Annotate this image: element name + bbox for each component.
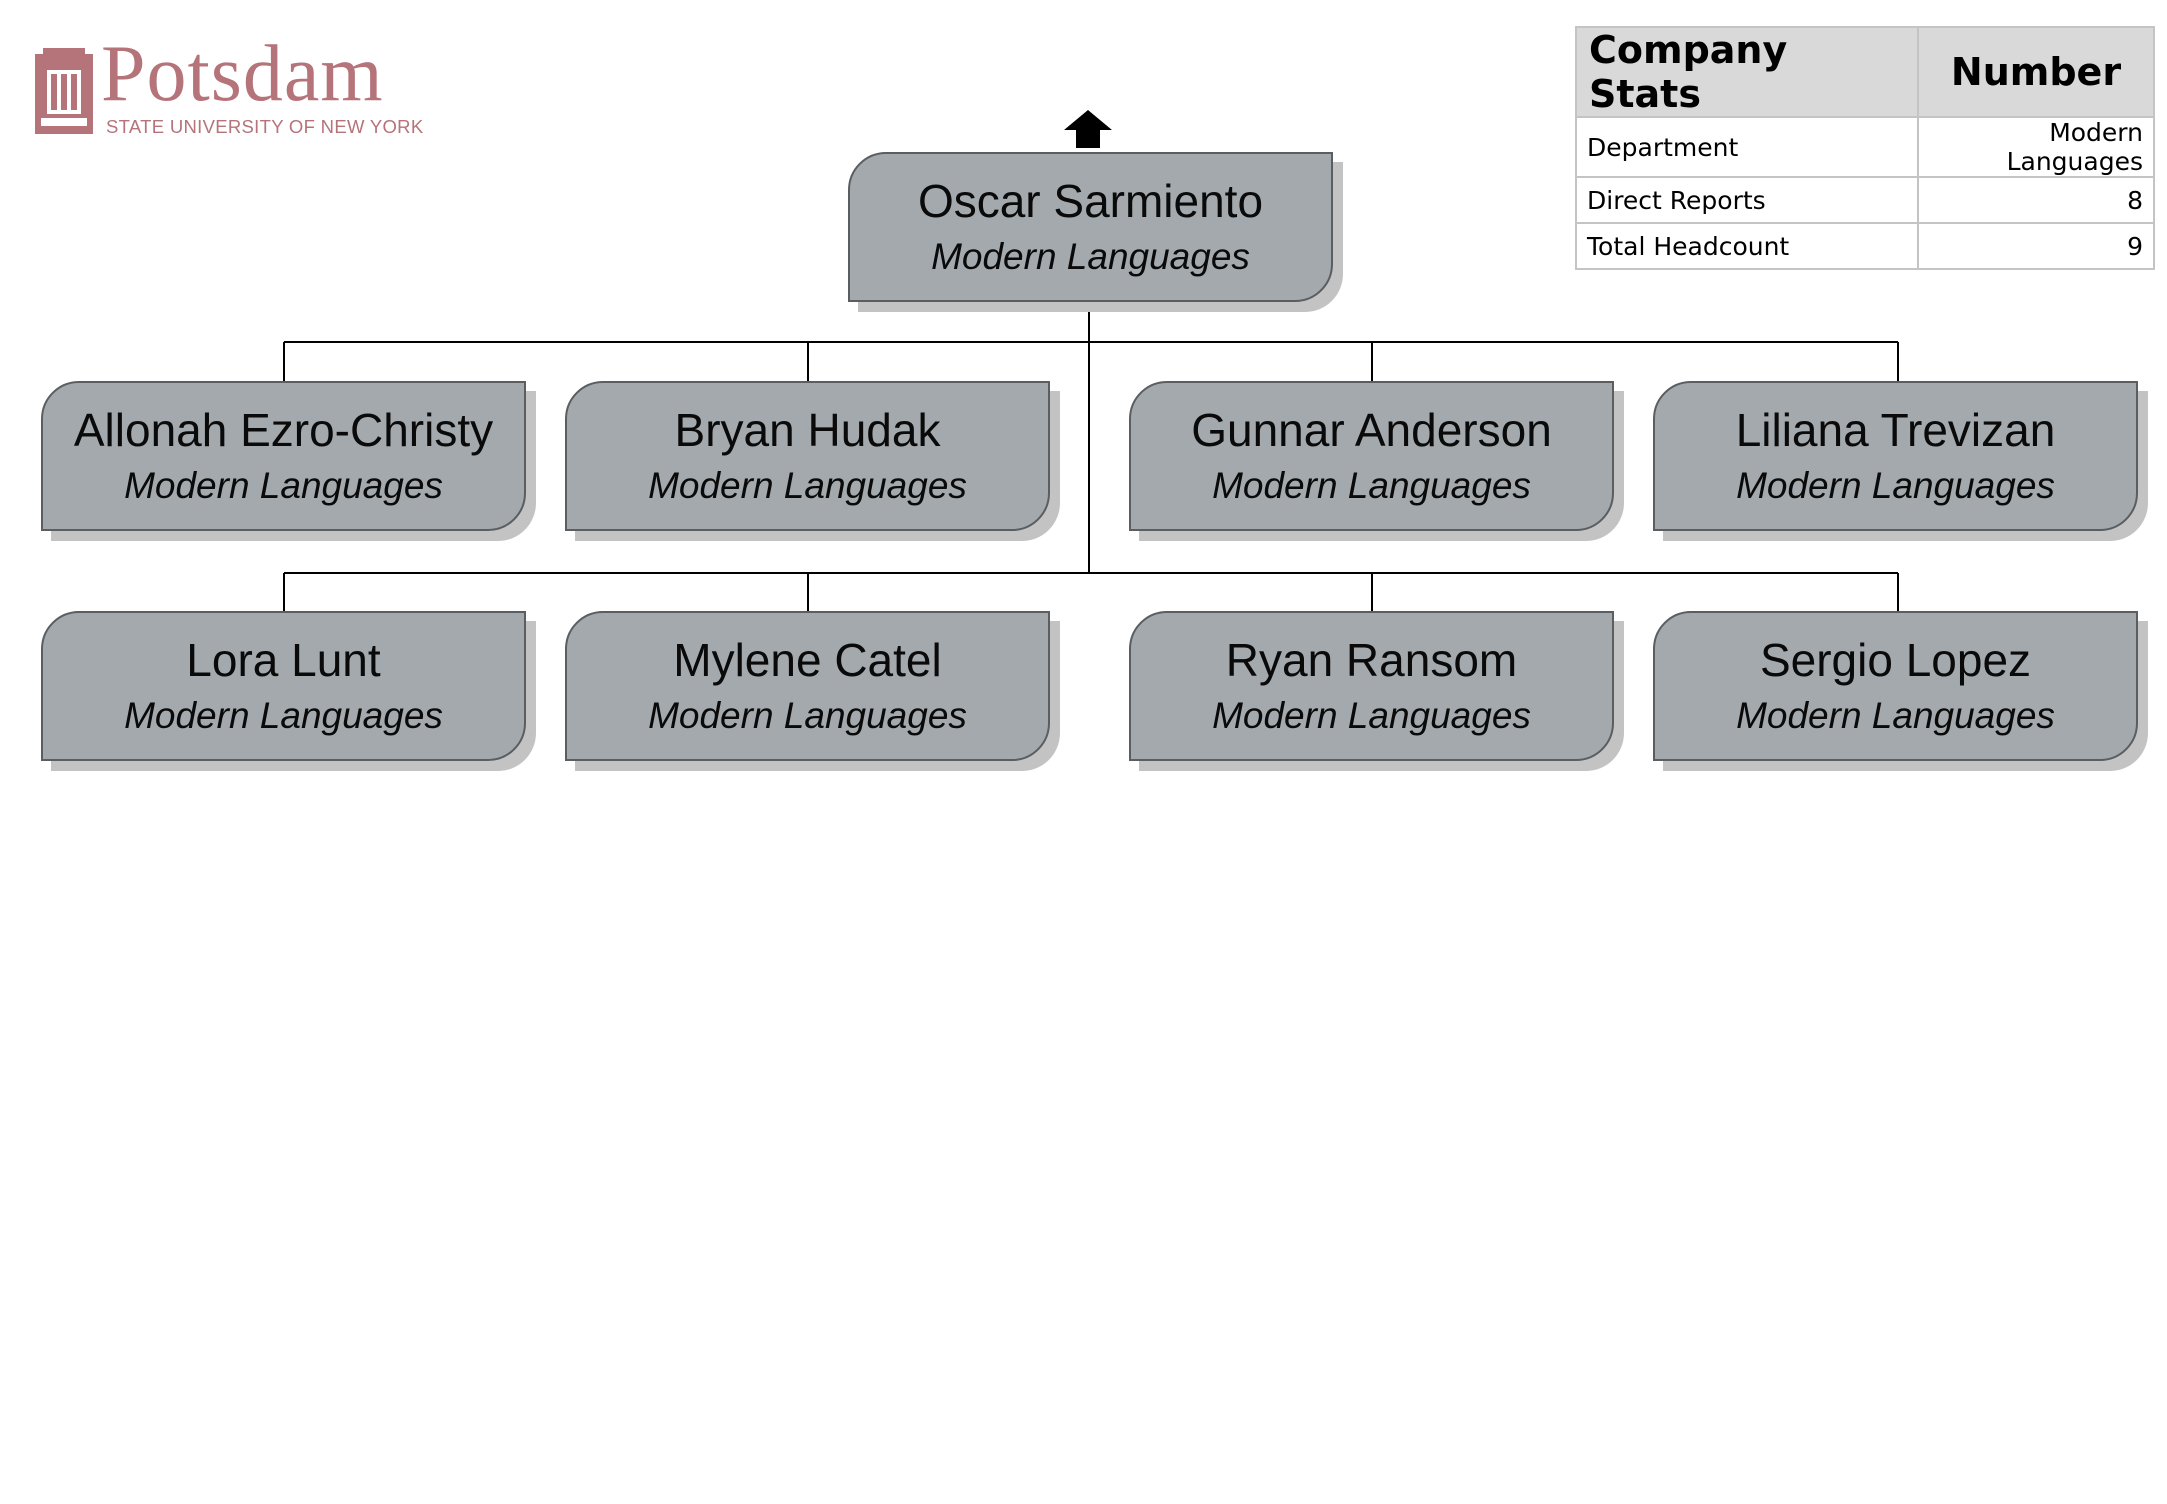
org-card-report[interactable]: Sergio Lopez Modern Languages xyxy=(1653,611,2138,761)
stats-row: Direct Reports 8 xyxy=(1575,176,2155,224)
employee-name: Oscar Sarmiento xyxy=(917,175,1264,227)
stats-row-label: Department xyxy=(1575,116,1919,178)
org-card-root[interactable]: Oscar Sarmiento Modern Languages xyxy=(848,152,1333,302)
employee-name: Bryan Hudak xyxy=(674,404,941,456)
potsdam-logo: Potsdam STATE UNIVERSITY OF NEW YORK xyxy=(33,34,423,140)
stats-row: Department Modern Languages xyxy=(1575,116,2155,178)
stats-row-value: 8 xyxy=(1917,176,2155,224)
stats-row-label: Direct Reports xyxy=(1575,176,1919,224)
org-card-report[interactable]: Bryan Hudak Modern Languages xyxy=(565,381,1050,531)
employee-department: Modern Languages xyxy=(648,694,967,736)
org-card-report[interactable]: Gunnar Anderson Modern Languages xyxy=(1129,381,1614,531)
stats-row-value: Modern Languages xyxy=(1917,116,2155,178)
navigate-up-arrow-icon[interactable] xyxy=(1064,110,1112,148)
employee-name: Ryan Ransom xyxy=(1225,634,1518,686)
stats-row-value: 9 xyxy=(1917,222,2155,270)
university-seal-icon xyxy=(35,48,93,134)
stats-row: Total Headcount 9 xyxy=(1575,222,2155,270)
employee-department: Modern Languages xyxy=(124,464,443,506)
employee-name: Allonah Ezro-Christy xyxy=(73,404,494,456)
employee-name: Sergio Lopez xyxy=(1759,634,2032,686)
logo-wordmark: Potsdam xyxy=(101,30,384,118)
stats-header-row: Company Stats Number xyxy=(1575,26,2155,118)
employee-department: Modern Languages xyxy=(1212,464,1531,506)
employee-name: Mylene Catel xyxy=(673,634,942,686)
stats-header-number: Number xyxy=(1917,26,2155,118)
org-card-report[interactable]: Lora Lunt Modern Languages xyxy=(41,611,526,761)
employee-department: Modern Languages xyxy=(1736,694,2055,736)
employee-department: Modern Languages xyxy=(648,464,967,506)
employee-name: Liliana Trevizan xyxy=(1735,404,2056,456)
org-card-report[interactable]: Allonah Ezro-Christy Modern Languages xyxy=(41,381,526,531)
stats-header-company: Company Stats xyxy=(1575,26,1919,118)
org-card-report[interactable]: Liliana Trevizan Modern Languages xyxy=(1653,381,2138,531)
org-card-report[interactable]: Ryan Ransom Modern Languages xyxy=(1129,611,1614,761)
employee-department: Modern Languages xyxy=(931,235,1250,277)
employee-name: Gunnar Anderson xyxy=(1191,404,1552,456)
org-card-report[interactable]: Mylene Catel Modern Languages xyxy=(565,611,1050,761)
company-stats-table: Company Stats Number Department Modern L… xyxy=(1575,26,2155,270)
employee-department: Modern Languages xyxy=(124,694,443,736)
employee-name: Lora Lunt xyxy=(186,634,381,686)
employee-department: Modern Languages xyxy=(1736,464,2055,506)
logo-subtitle: STATE UNIVERSITY OF NEW YORK xyxy=(106,116,424,137)
stats-row-label: Total Headcount xyxy=(1575,222,1919,270)
employee-department: Modern Languages xyxy=(1212,694,1531,736)
